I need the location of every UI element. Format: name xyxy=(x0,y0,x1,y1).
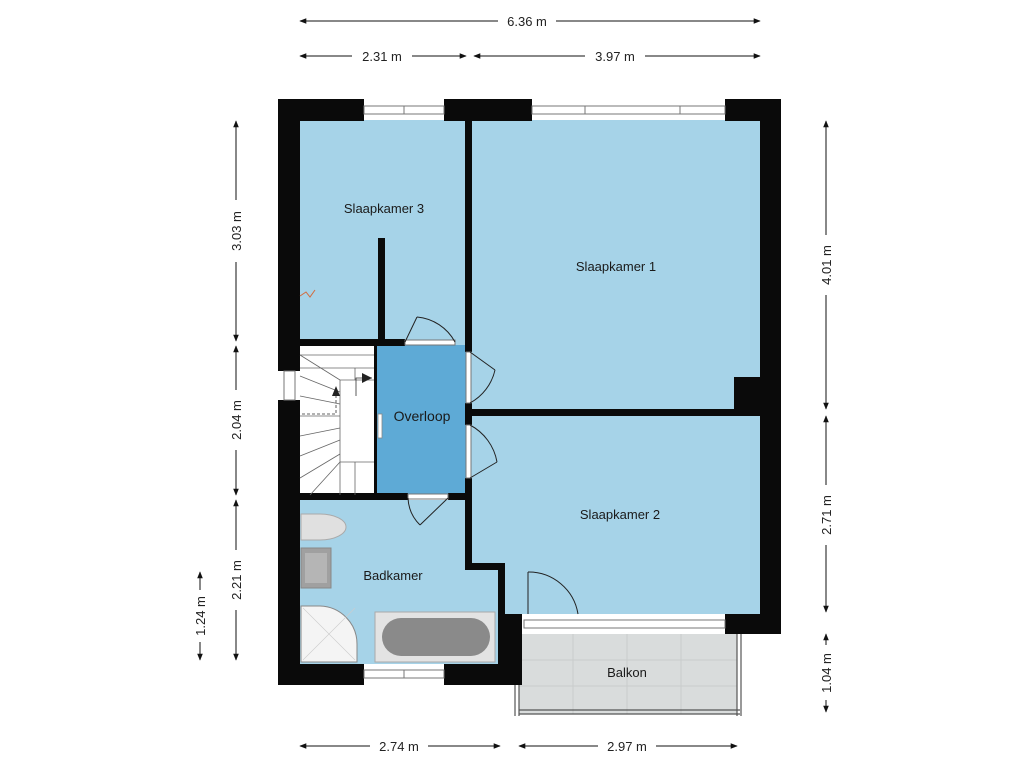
stair-arrow-up xyxy=(332,386,340,396)
dimension-lines xyxy=(197,18,829,749)
stairs xyxy=(299,354,374,496)
dim-top-right: 3.97 m xyxy=(595,49,635,64)
dim-bottom-left: 2.74 m xyxy=(379,739,419,754)
dim-left-1: 3.03 m xyxy=(229,211,244,251)
balkon-tiles xyxy=(519,634,737,714)
doors xyxy=(404,316,579,615)
room-slaapkamer-2 xyxy=(470,415,762,614)
label-overloop: Overloop xyxy=(394,408,451,424)
label-badkamer: Badkamer xyxy=(363,568,423,583)
room-overloop xyxy=(376,345,468,495)
room-stairwell xyxy=(300,345,376,495)
dim-left-2: 2.04 m xyxy=(229,400,244,440)
label-slaapkamer-2: Slaapkamer 2 xyxy=(580,507,660,522)
dim-left-3: 2.21 m xyxy=(229,560,244,600)
room-balkon xyxy=(519,634,737,714)
dim-top-total: 6.36 m xyxy=(507,14,547,29)
label-slaapkamer-1: Slaapkamer 1 xyxy=(576,259,656,274)
toilet-icon xyxy=(300,513,347,541)
handrail-post xyxy=(377,413,383,439)
wall-outlet-icon xyxy=(299,289,316,298)
walls xyxy=(278,99,781,685)
window-mullions xyxy=(403,106,681,678)
dim-bottom-right: 2.97 m xyxy=(607,739,647,754)
bathroom-fixtures xyxy=(300,513,496,663)
dim-top-left: 2.31 m xyxy=(362,49,402,64)
label-balkon: Balkon xyxy=(607,665,647,680)
dim-left-outer: 1.24 m xyxy=(193,596,208,636)
dim-right-2: 2.71 m xyxy=(819,495,834,535)
stair-arrow-right xyxy=(362,373,372,383)
dim-right-1: 4.01 m xyxy=(819,245,834,285)
label-slaapkamer-3: Slaapkamer 3 xyxy=(344,201,424,216)
room-slaapkamer-1 xyxy=(470,120,762,410)
dim-right-3: 1.04 m xyxy=(819,653,834,693)
